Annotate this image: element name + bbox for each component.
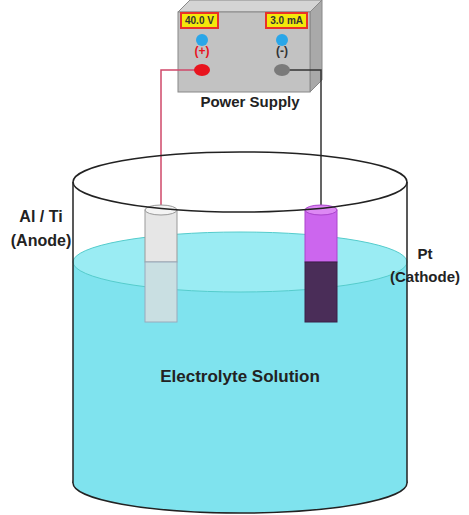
supply-side [310,0,322,92]
terminal-sign: (+) [187,45,217,59]
beaker-wall [72,182,74,483]
beaker-wall [406,182,408,483]
anode-electrode [145,210,177,262]
negative-terminal [274,64,290,76]
anode-submerged [145,262,177,322]
supply-top [178,0,322,12]
reading-text: 3.0 mA [270,15,303,26]
solution-label: Electrolyte Solution [100,364,380,390]
supply-front [178,12,310,92]
beaker-rim [73,152,407,212]
cathode-electrode [305,210,337,262]
electrolyte-surface [73,232,407,292]
display-reading: 40.0 V [180,12,219,29]
reading-text: 40.0 V [185,15,214,26]
electrode-label: Al / Ti (Anode) [4,205,78,253]
anode-wire [161,70,202,210]
positive-terminal [194,64,210,76]
electrode-label: Pt (Cathode) [384,243,466,288]
display-reading: 3.0 mA [265,12,308,29]
cathode-submerged [305,262,337,322]
cathode-wire [282,70,321,210]
terminal-sign: (-) [267,45,297,59]
electrolyte [73,262,407,483]
device-label: Power Supply [178,93,322,110]
